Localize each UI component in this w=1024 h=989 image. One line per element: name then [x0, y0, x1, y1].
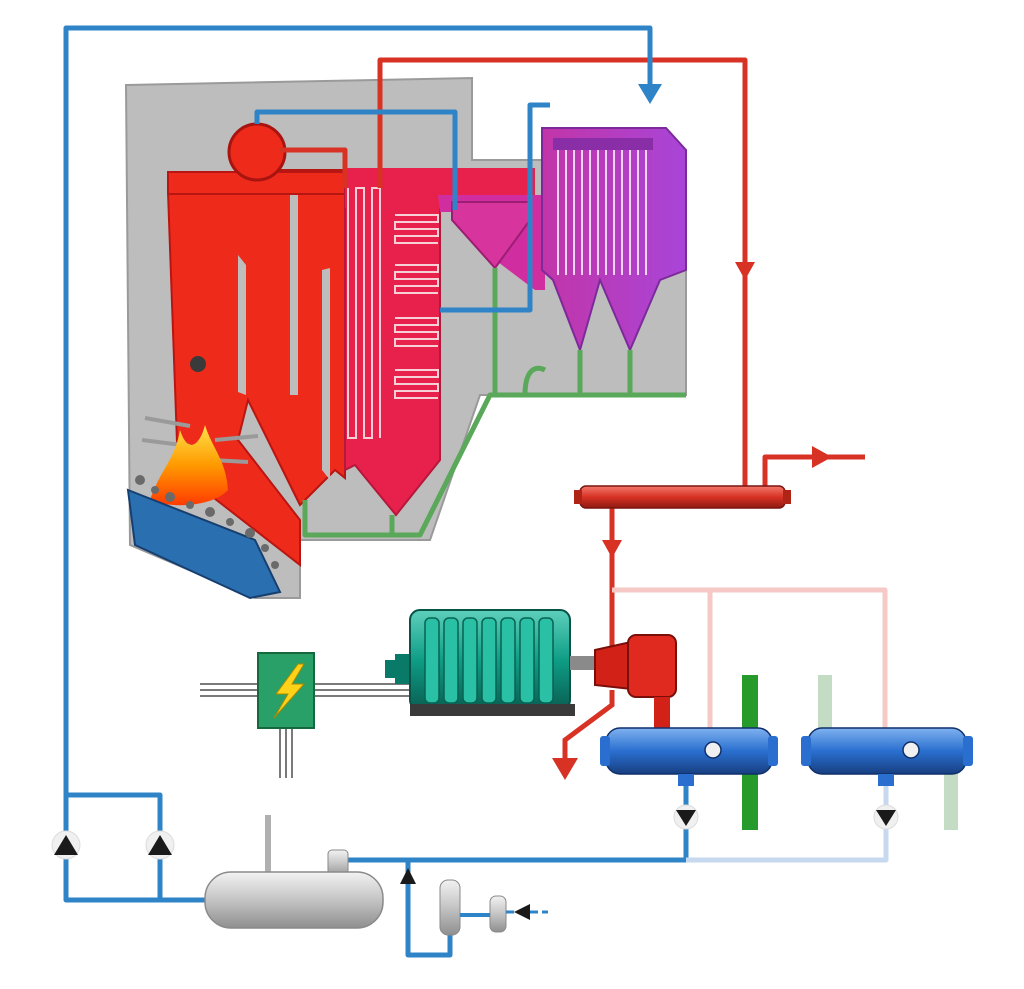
condensate-pump	[673, 804, 699, 830]
pump-icon	[54, 835, 78, 855]
flow-arrow-icon	[514, 904, 530, 920]
water-return-piping	[686, 785, 889, 863]
fuel-bed	[135, 475, 279, 569]
feed-pump	[51, 830, 81, 860]
boiler	[124, 76, 687, 600]
tank-vent	[265, 815, 271, 875]
extraction-piping	[612, 587, 888, 730]
filter-bags	[557, 150, 647, 275]
steam-header	[579, 485, 786, 509]
water-piping	[63, 25, 689, 958]
treatment-vessel	[489, 895, 507, 933]
cyclone	[451, 201, 531, 270]
generator	[385, 609, 600, 716]
pump-icon	[876, 810, 896, 826]
makeup-pump	[400, 868, 416, 884]
condenser-2	[801, 727, 973, 786]
condensate-pump	[873, 804, 899, 830]
flow-arrow-icon	[602, 540, 622, 558]
filter-header	[553, 138, 653, 150]
tank-body	[204, 871, 384, 929]
cooling-water-pipe	[818, 675, 832, 735]
furnace-baffle	[238, 255, 246, 395]
water-treatment	[439, 879, 548, 936]
cooling-fins	[424, 617, 554, 704]
sight-glass	[704, 741, 722, 759]
shaft	[570, 656, 600, 670]
sight-glass	[902, 741, 920, 759]
pump-icon	[676, 810, 696, 826]
feed-pump	[145, 830, 175, 860]
ash-conveyor	[302, 268, 686, 538]
lightning-icon	[273, 663, 306, 719]
flow-arrow-icon	[812, 446, 832, 468]
economizer	[394, 214, 439, 399]
superheater	[347, 187, 381, 439]
pump-icon	[148, 835, 172, 855]
treatment-vessel	[439, 879, 461, 936]
condenser-1	[600, 727, 778, 786]
generator-base	[410, 704, 575, 716]
flow-arrow-icon	[638, 84, 662, 104]
flame-icon	[150, 425, 228, 506]
steam-header-cap	[783, 490, 791, 504]
feedwater-tank	[204, 815, 384, 929]
turbine	[552, 634, 677, 780]
burner-port	[190, 356, 206, 372]
grate	[126, 488, 282, 600]
pump-icon	[400, 868, 416, 884]
flow-arrow-icon	[735, 262, 755, 280]
transformer	[257, 652, 315, 729]
steam-header-cap	[574, 490, 582, 504]
furnace-baffle	[322, 268, 330, 480]
flow-arrow-icon	[552, 758, 578, 780]
cooling-water-pipe	[944, 760, 958, 830]
furnace-baffle	[290, 195, 298, 395]
steam-drum	[227, 122, 287, 182]
